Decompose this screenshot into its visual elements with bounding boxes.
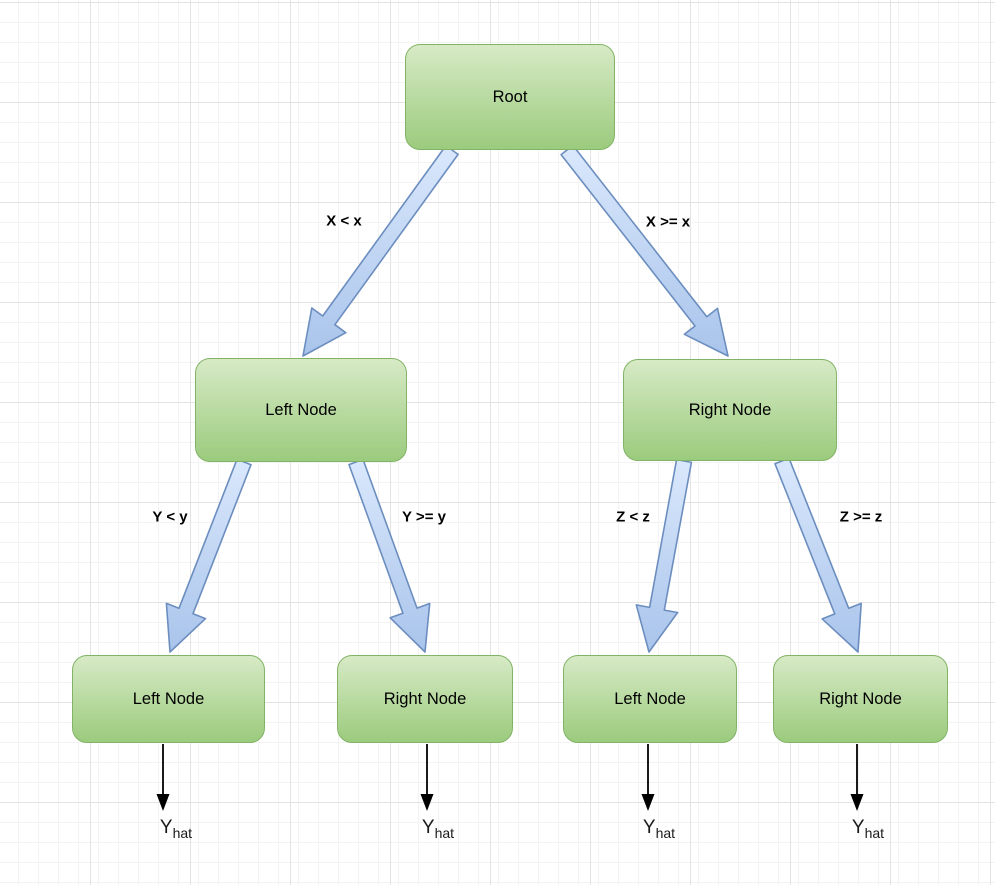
edge-label-root-left[interactable]: X < x [326,212,362,230]
node-leaf-ll[interactable]: Left Node [72,655,265,743]
edge-arrow-right-right[interactable] [774,457,863,653]
output-label-sub: hat [172,824,193,841]
node-label: Left Node [614,689,686,708]
edge-label-root-right[interactable]: X >= x [645,213,691,231]
node-label: Right Node [819,689,902,708]
edge-arrow-left-left[interactable] [165,458,252,653]
output-label-2[interactable]: Yhat [422,817,454,841]
node-root[interactable]: Root [405,44,615,150]
edge-arrow-right-left[interactable] [635,458,693,653]
output-label-main: Y [421,817,435,839]
output-label-sub: hat [864,824,885,841]
output-label-1[interactable]: Yhat [160,817,192,841]
edge-label-right-right[interactable]: Z >= z [839,508,883,526]
edge-label-left-left[interactable]: Y < y [152,508,188,526]
output-arrow-3[interactable] [641,744,655,811]
edge-label-left-right[interactable]: Y >= y [402,508,446,526]
output-arrow-1[interactable] [156,744,170,811]
output-label-main: Y [851,817,865,839]
output-label-4[interactable]: Yhat [852,817,884,841]
edge-arrow-root-left[interactable] [302,144,459,357]
output-label-main: Y [159,817,173,839]
edge-arrow-left-right[interactable] [348,458,431,653]
node-leaf-rl[interactable]: Left Node [563,655,737,743]
node-label: Left Node [265,400,337,419]
node-l2-left[interactable]: Left Node [195,358,407,462]
edge-label-right-left[interactable]: Z < z [616,508,650,526]
node-label: Right Node [688,400,772,419]
node-label: Right Node [383,689,467,708]
output-arrow-2[interactable] [420,744,434,811]
output-arrow-4[interactable] [850,744,864,811]
node-leaf-lr[interactable]: Right Node [337,655,513,743]
edge-arrow-root-right[interactable] [560,144,729,357]
output-label-3[interactable]: Yhat [643,817,675,841]
node-l2-right[interactable]: Right Node [623,359,837,461]
node-label: Left Node [132,689,205,708]
node-leaf-rr[interactable]: Right Node [773,655,948,743]
node-label: Root [492,87,528,106]
output-label-main: Y [642,817,656,839]
output-label-sub: hat [434,824,455,841]
output-label-sub: hat [655,824,676,841]
